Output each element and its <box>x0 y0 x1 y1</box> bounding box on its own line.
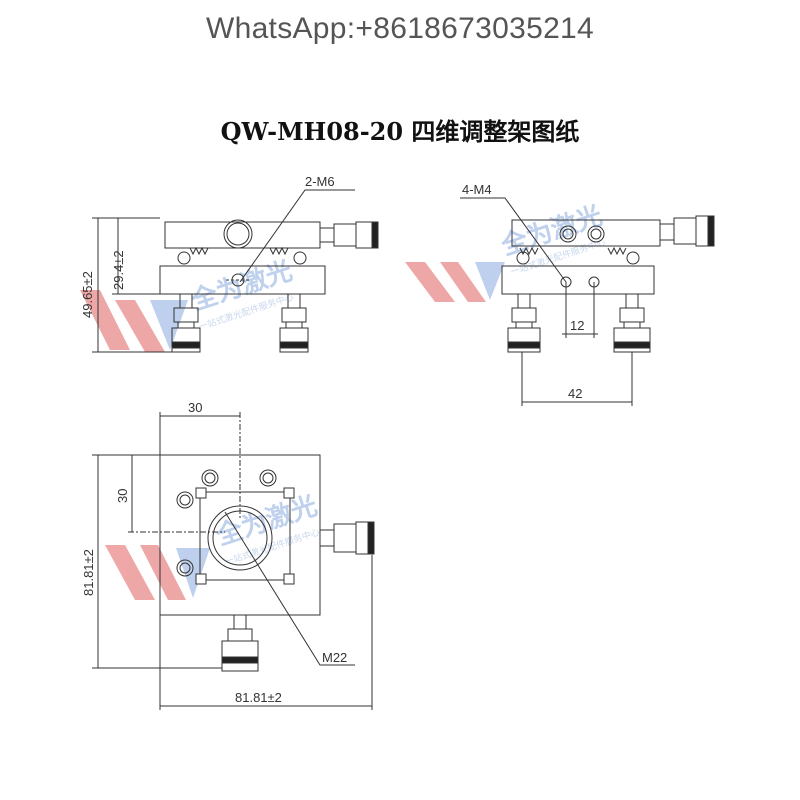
dim-total-width: 81.81±2 <box>235 690 282 705</box>
front-bottom-adjuster-left <box>171 293 201 353</box>
front-spring-left <box>189 246 209 256</box>
side-view: 4-M4 12 42 <box>460 182 715 406</box>
side-adjuster <box>673 217 697 245</box>
front-bottom-adjuster-right <box>279 293 309 353</box>
front-callout-leader <box>239 189 355 283</box>
dim-total-height-top: 81.81±2 <box>81 549 96 596</box>
dim-top-width: 30 <box>188 400 202 415</box>
dim-total-height: 49.65±2 <box>80 271 95 318</box>
drawing-title: QW-MH08-20 四维调整架图纸 <box>220 117 580 146</box>
front-spring-right <box>269 246 289 256</box>
side-bottom-adjuster-left <box>507 293 541 353</box>
front-view: 2-M6 49.65±2 29.4±2 <box>80 174 379 353</box>
front-callout: 2-M6 <box>305 174 335 189</box>
top-bottom-adjuster <box>221 614 259 672</box>
side-base <box>501 265 655 295</box>
dim-upper-height: 29.4±2 <box>111 250 126 290</box>
top-right-adjuster <box>333 523 357 553</box>
whatsapp-contact: WhatsApp:+8618673035214 <box>205 12 595 45</box>
front-side-adjuster <box>333 223 357 247</box>
dim-side-height: 30 <box>115 489 130 503</box>
side-callout: 4-M4 <box>462 182 492 197</box>
watermark-brand-1: 全为激光 <box>187 255 296 317</box>
front-knob <box>223 219 253 249</box>
dim-side-width: 42 <box>568 386 582 401</box>
dim-hole-pitch: 12 <box>570 318 584 333</box>
top-view: 30 30 81.81±2 81.81±2 M22 <box>81 400 375 710</box>
side-bottom-adjuster-right <box>613 293 651 353</box>
top-callout-leader <box>224 511 355 666</box>
watermark-2: 全为激光 一站式激光配件服务中心 <box>405 200 607 302</box>
front-base <box>159 265 326 295</box>
side-callout-leader <box>460 197 567 283</box>
top-callout: M22 <box>322 650 347 665</box>
